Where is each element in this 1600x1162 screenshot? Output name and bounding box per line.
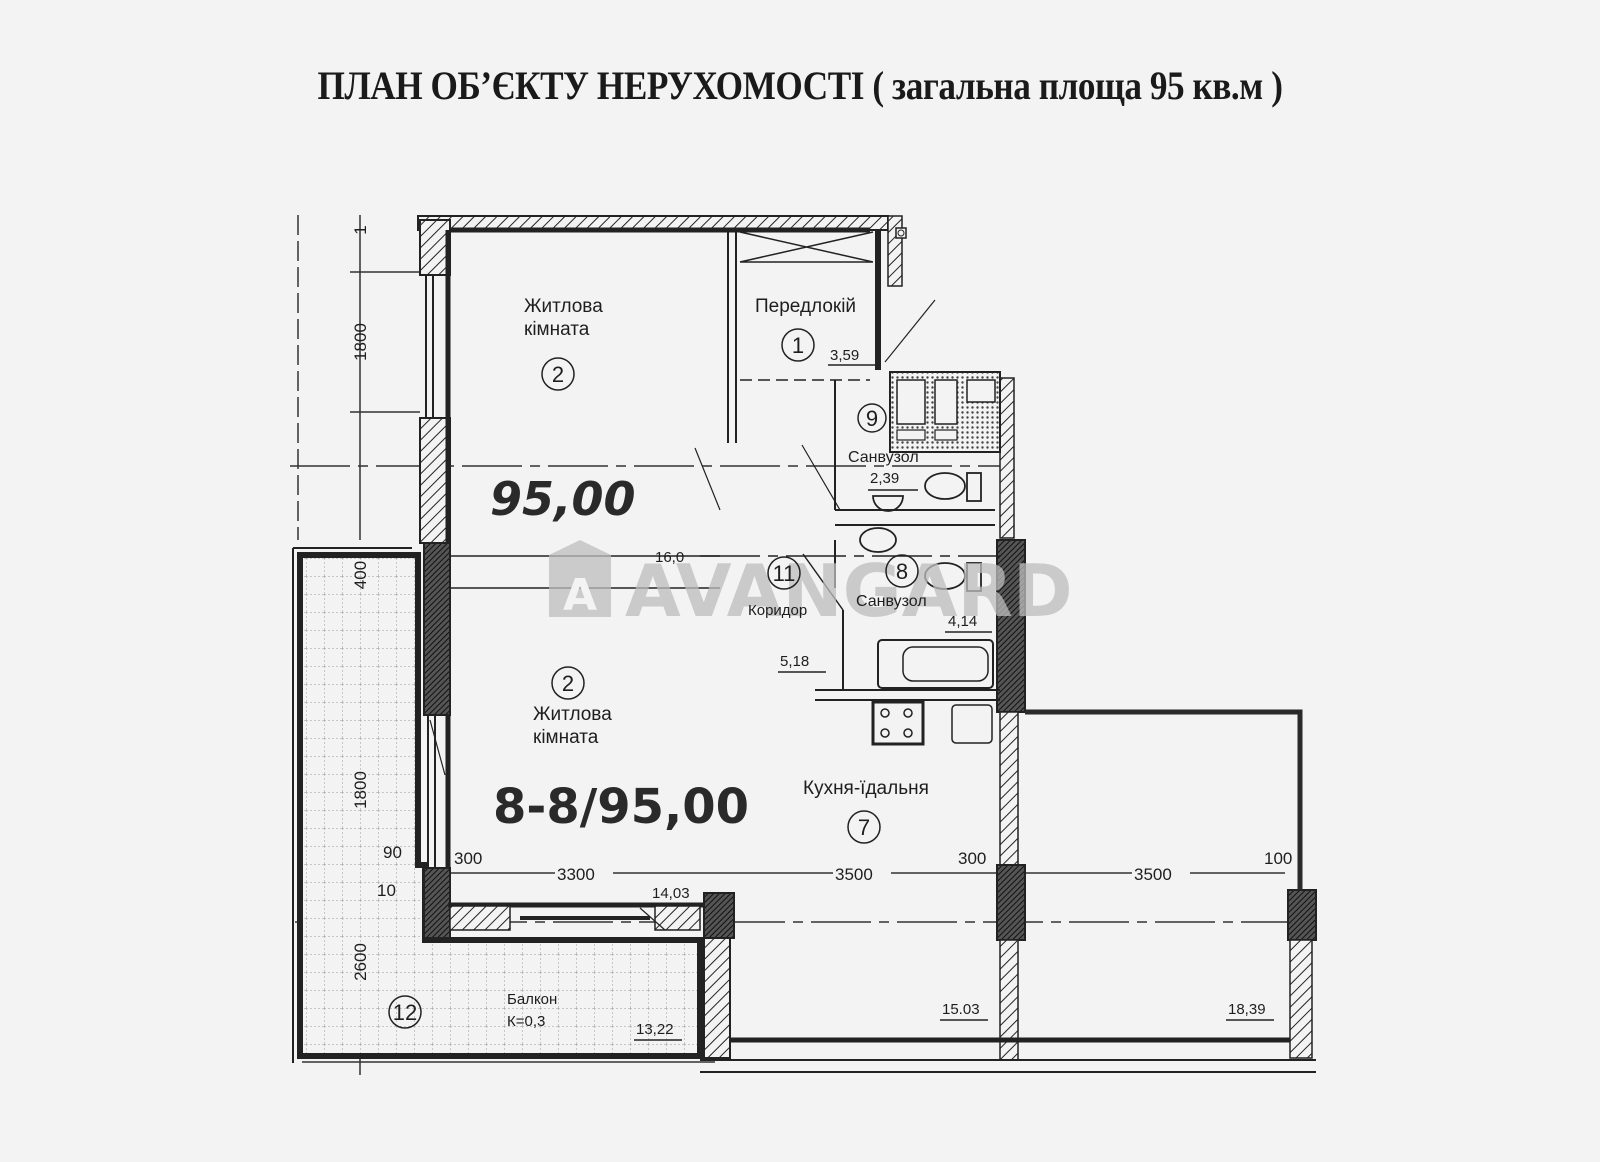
watermark-text: AVANGARD [625,549,1073,633]
total-area-label: 95,00 [490,472,636,526]
walls [417,215,1317,1073]
section-code-label: 8-8/95,00 [493,779,749,835]
watermark: A AVANGARD [549,540,1073,633]
dim-left-10: 10 [377,881,396,900]
room-number-badge [767,556,801,590]
dim-bottom-3500b: 3500 [1134,865,1172,884]
room-area: 15.03 [942,1001,980,1018]
room-area: 3,59 [830,347,859,364]
room-area: 18,39 [1228,1001,1266,1018]
room-area: 16,0 [655,549,684,566]
room-name: Кухня-їдальня [803,778,929,799]
room-balcony: 12 Балкон К=0,3 13,22 [388,991,682,1041]
watermark-logo-letter: A [563,570,597,621]
room-name-line2: кімната [533,727,599,748]
dim-bottom-300a: 300 [454,849,482,868]
room-name: Житлова [533,704,612,725]
room-name-line2: К=0,3 [507,1013,545,1030]
room-name: Житлова [524,296,603,317]
dim-left-mid: 400 [351,561,370,589]
dim-left-window-top: 1800 [351,323,370,361]
room-entry: Передлокій 1 3,59 [755,296,875,366]
dim-left-90: 90 [383,843,402,862]
room-number-badge [885,554,919,588]
room-number-badge [541,357,575,391]
room-extension: 18,39 [1226,1001,1274,1021]
room-area: 14,03 [652,885,690,902]
partitions [429,231,1001,931]
dim-bottom-300b: 300 [958,849,986,868]
room-area: 2,39 [870,470,899,487]
dim-left-balcony: 2600 [351,943,370,981]
room-area: 4,14 [948,613,977,630]
room-name: Санвузол [848,449,919,466]
room-number: 2 [552,362,564,387]
room-name: Санвузол [856,593,927,610]
room-number: 8 [896,559,908,584]
room-area: 5,18 [780,653,809,670]
room-name-line2: кімната [524,319,590,340]
balcony [292,547,703,1063]
dim-bottom-3300: 3300 [557,865,595,884]
room-area: 13,22 [636,1021,674,1038]
room-bathroom-9: 9 Санвузол 2,39 [848,403,919,491]
room-living-lower: 2 Житлова кімната 14,03 [533,666,700,905]
room-number: 1 [792,333,804,358]
document-title: ПЛАН ОБ’ЄКТУ НЕРУХОМОСТІ ( загальна площ… [317,63,1283,108]
room-corridor: 11 Коридор 5,18 [748,556,826,673]
dim-left-window-bottom: 1800 [351,771,370,809]
room-number: 9 [866,406,878,431]
room-number-badge [388,995,422,1029]
room-number: 2 [562,671,574,696]
dim-bottom-3500a: 3500 [835,865,873,884]
room-number-badge [857,403,887,433]
room-name: Балкон [507,991,557,1008]
room-kitchen: Кухня-їдальня 7 15.03 [803,778,988,1021]
room-name: Передлокій [755,296,856,317]
room-number-badge [551,666,585,700]
room-name: Коридор [748,602,807,619]
dimensions-bottom: 300 3300 3500 300 3500 100 [454,849,1292,884]
room-number-badge [781,328,815,362]
dim-bottom-100: 100 [1264,849,1292,868]
room-number: 12 [393,1000,417,1025]
dimensions-left: 1 1800 400 1800 90 10 2600 [351,225,402,981]
room-number: 11 [773,561,796,586]
room-number-badge [847,810,881,844]
room-bathroom-8: 8 Санвузол 4,14 [856,554,992,633]
room-number: 7 [858,815,870,840]
watermark-logo-icon [549,540,611,617]
dim-left-top: 1 [351,225,370,234]
room-living-upper: Житлова кімната 2 16,0 [524,296,684,566]
